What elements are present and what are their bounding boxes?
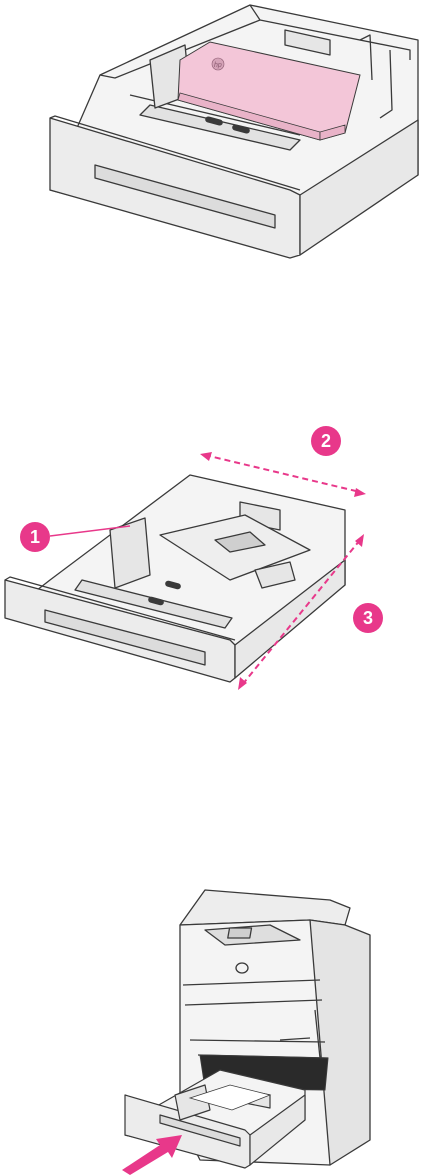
tray-loaded-illustration: hp — [0, 0, 424, 290]
tray-callouts-illustration: 1 2 3 — [0, 400, 424, 700]
figure-printer-insert — [0, 880, 424, 1175]
callout-2-label: 2 — [321, 431, 331, 451]
hp-logo-text: hp — [214, 62, 222, 69]
figure-tray-loaded: hp — [0, 0, 424, 290]
callout-1-label: 1 — [30, 527, 40, 547]
figure-tray-callouts: 1 2 3 — [0, 400, 424, 700]
callout-3-label: 3 — [363, 608, 373, 628]
printer-insert-illustration — [0, 880, 424, 1175]
hp-logo: hp — [212, 58, 224, 70]
callout-2: 2 — [311, 426, 341, 456]
callout-1: 1 — [20, 522, 50, 552]
callout-3: 3 — [353, 603, 383, 633]
